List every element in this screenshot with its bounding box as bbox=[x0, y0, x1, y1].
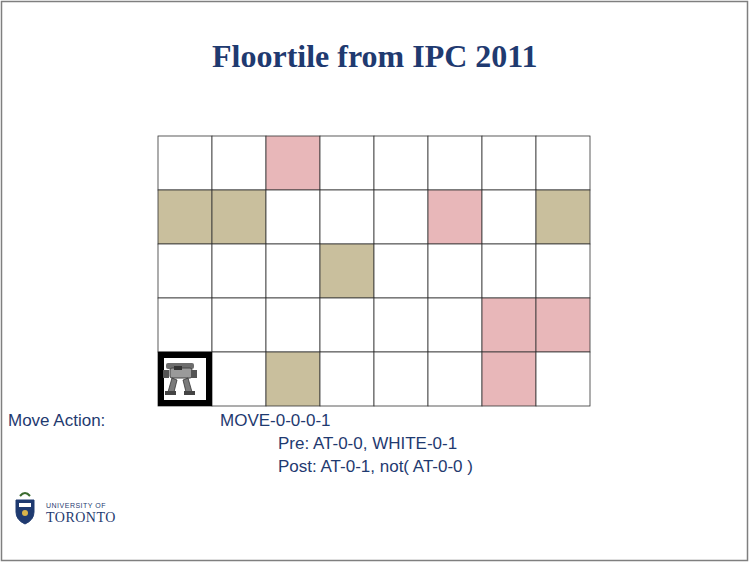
floor-tile bbox=[266, 190, 320, 244]
action-name: MOVE-0-0-0-1 bbox=[220, 411, 331, 431]
floor-tile bbox=[212, 190, 266, 244]
floor-tile bbox=[212, 352, 266, 406]
floor-tile bbox=[482, 136, 536, 190]
floor-tile bbox=[482, 298, 536, 352]
floor-tile bbox=[320, 352, 374, 406]
university-crest bbox=[16, 493, 34, 524]
floor-tile bbox=[212, 298, 266, 352]
floor-tile bbox=[158, 190, 212, 244]
floor-tile bbox=[428, 136, 482, 190]
robot-icon bbox=[163, 363, 197, 395]
precondition: Pre: AT-0-0, WHITE-0-1 bbox=[278, 434, 457, 454]
floor-tile bbox=[374, 190, 428, 244]
floor-tile bbox=[266, 298, 320, 352]
floor-tile bbox=[536, 136, 590, 190]
floor-tile bbox=[536, 298, 590, 352]
floor-tile bbox=[374, 244, 428, 298]
floor-tile bbox=[320, 244, 374, 298]
floor-tile bbox=[536, 352, 590, 406]
action-label: Move Action: bbox=[8, 411, 105, 431]
robot-cell-highlight bbox=[161, 355, 209, 403]
floor-tile bbox=[266, 244, 320, 298]
floor-tile bbox=[536, 190, 590, 244]
floor-tile bbox=[212, 244, 266, 298]
floor-tile bbox=[482, 244, 536, 298]
floor-tile bbox=[374, 298, 428, 352]
floor-tile bbox=[482, 352, 536, 406]
floor-tile bbox=[428, 190, 482, 244]
floor-tile bbox=[536, 244, 590, 298]
floor-tile bbox=[428, 244, 482, 298]
floor-tile bbox=[158, 136, 212, 190]
floor-tile bbox=[428, 352, 482, 406]
floor-tile bbox=[374, 136, 428, 190]
floor-tile bbox=[212, 136, 266, 190]
floor-tile bbox=[158, 352, 212, 406]
floor-tile bbox=[320, 136, 374, 190]
floor-tile bbox=[320, 190, 374, 244]
logo-name: TORONTO bbox=[46, 510, 116, 526]
logo-small-text: UNIVERSITY OF bbox=[46, 502, 106, 509]
floor-tile bbox=[428, 298, 482, 352]
floor-grid bbox=[158, 136, 590, 406]
floor-tile bbox=[266, 136, 320, 190]
floor-tile bbox=[158, 244, 212, 298]
postcondition: Post: AT-0-1, not( AT-0-0 ) bbox=[278, 457, 473, 477]
floor-tile bbox=[482, 190, 536, 244]
slide-title: Floortile from IPC 2011 bbox=[212, 38, 538, 75]
floor-tile bbox=[158, 298, 212, 352]
floor-tile bbox=[266, 352, 320, 406]
floor-tile bbox=[320, 298, 374, 352]
floor-tile bbox=[374, 352, 428, 406]
